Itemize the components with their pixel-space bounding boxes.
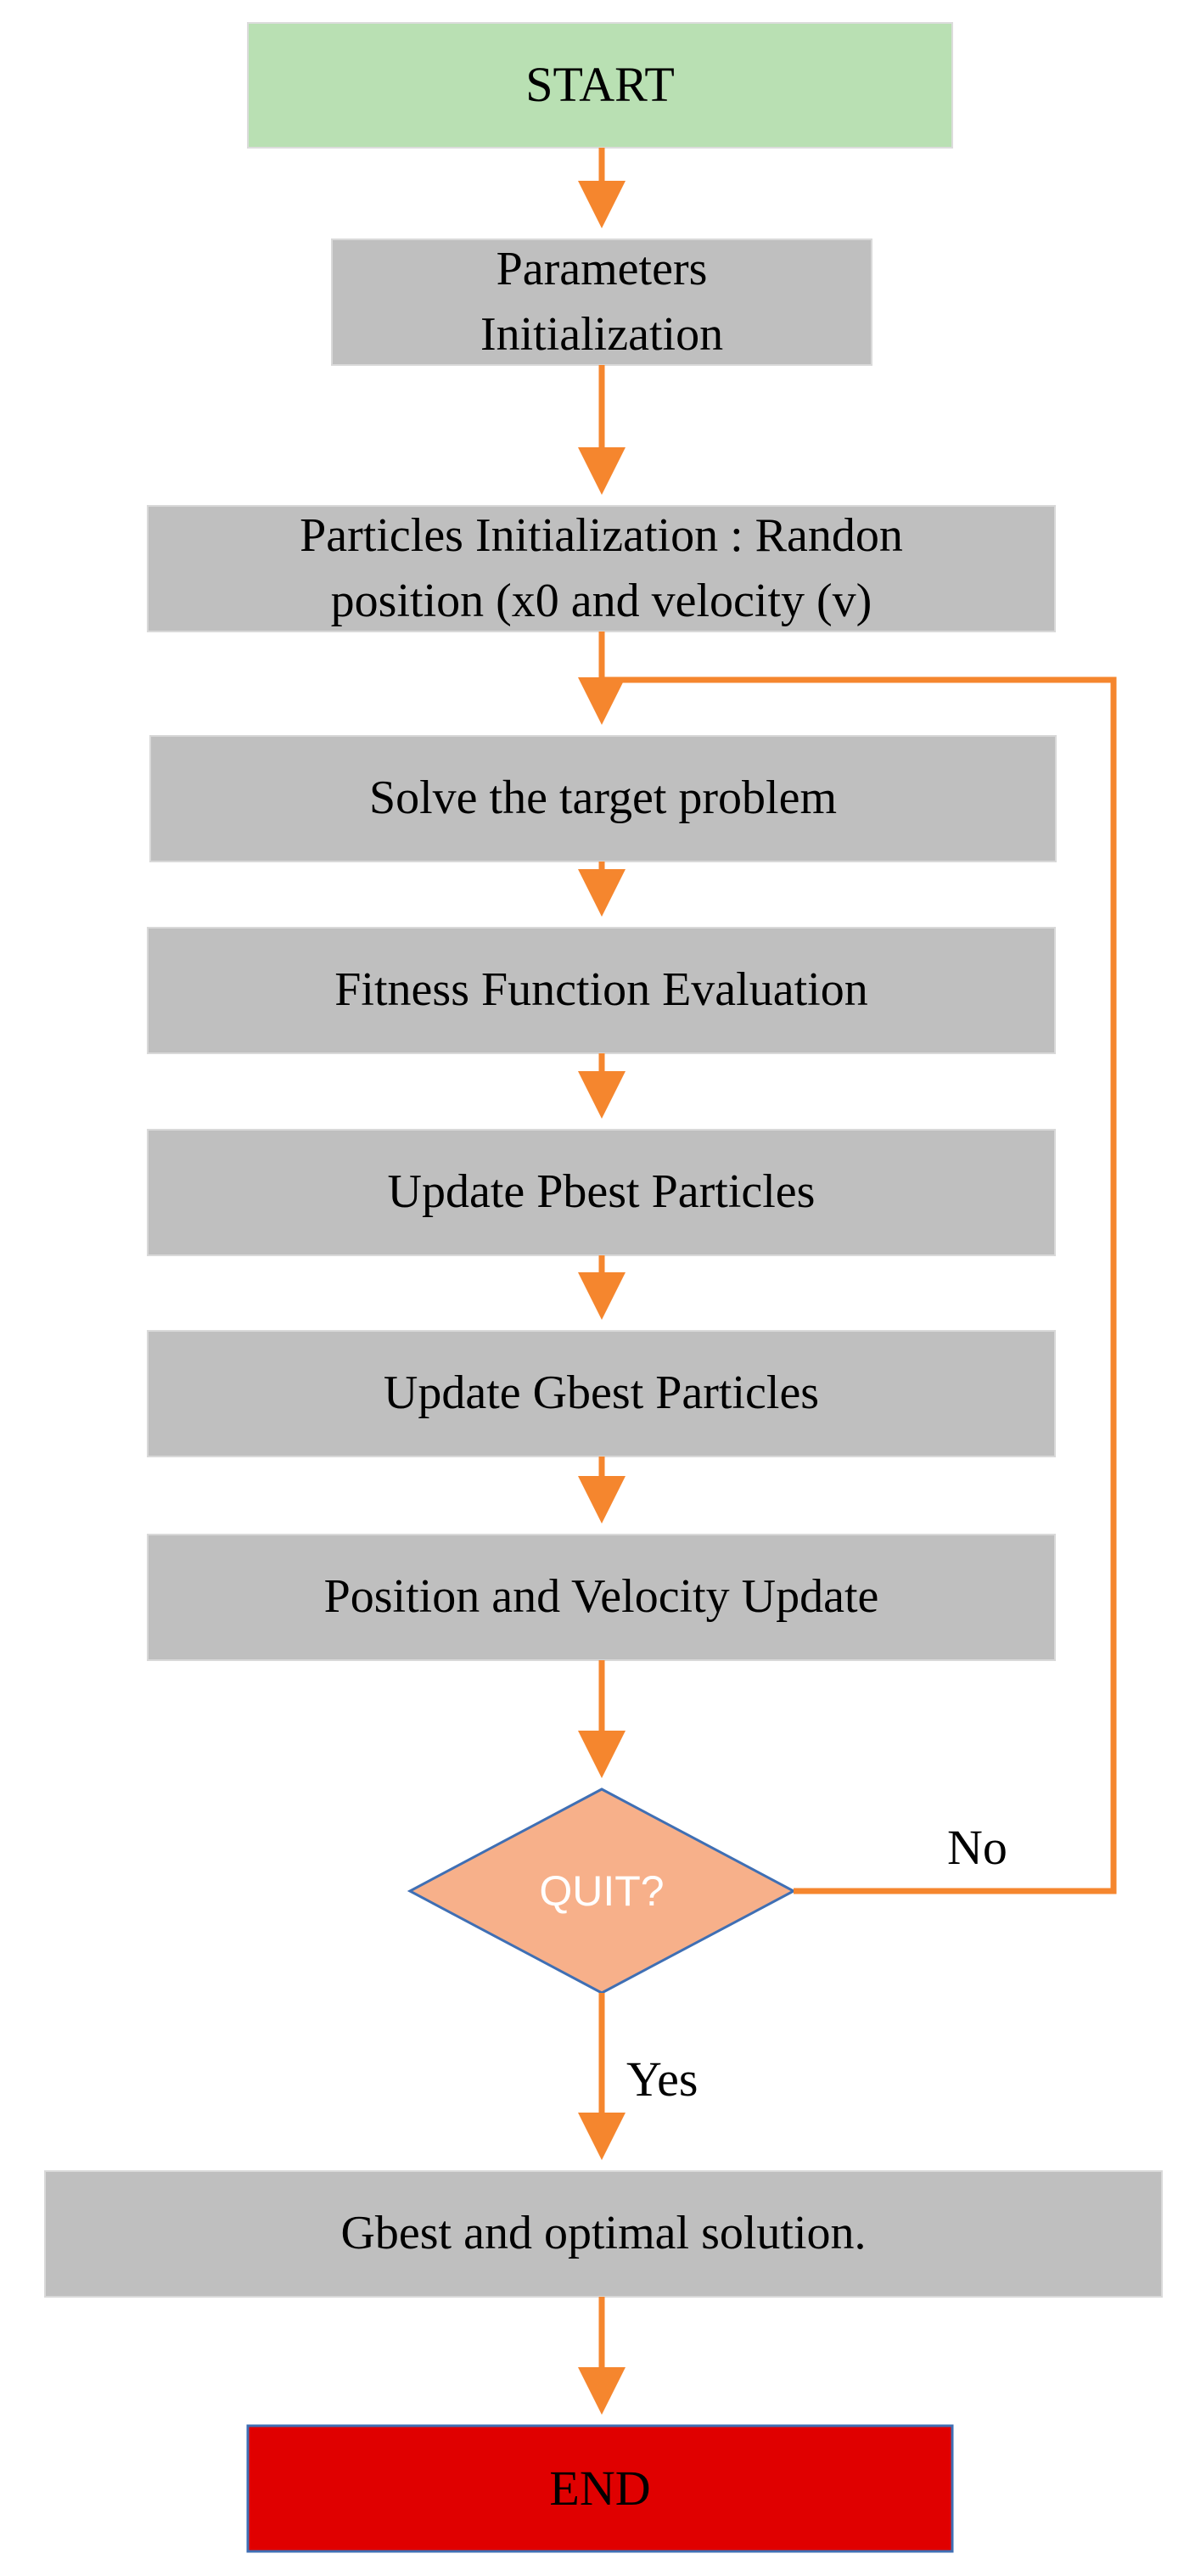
params-label-line2: Initialization — [480, 308, 724, 361]
fitness-evaluation-node: Fitness Function Evaluation — [148, 928, 1055, 1053]
params-label-line1: Parameters — [496, 242, 708, 295]
posvel-label: Position and Velocity Update — [323, 1570, 879, 1624]
start-node: START — [248, 23, 952, 148]
particles-label-line2: position (x0 and velocity (v) — [330, 575, 872, 627]
parameters-initialization-node: Parameters Initialization — [332, 239, 872, 365]
particles-box — [147, 505, 1056, 632]
quit-decision-label: QUIT? — [539, 1867, 665, 1915]
update-pbest-node: Update Pbest Particles — [148, 1130, 1055, 1255]
solve-box — [149, 735, 1057, 862]
gbest-optimal-solution-node: Gbest and optimal solution. — [45, 2171, 1162, 2297]
start-label: START — [525, 57, 675, 113]
end-node: END — [248, 2426, 952, 2551]
pbest-label: Update Pbest Particles — [387, 1165, 816, 1219]
posvel-box — [147, 1534, 1056, 1661]
fitness-label: Fitness Function Evaluation — [334, 963, 868, 1017]
fitness-box — [147, 927, 1056, 1054]
end-box — [246, 2424, 954, 2553]
pbest-box — [147, 1129, 1056, 1256]
edge-quit-no-loop — [602, 676, 1117, 1894]
final-label: Gbest and optimal solution. — [340, 2207, 867, 2260]
yes-branch-label: Yes — [626, 2051, 698, 2107]
position-velocity-update-node: Position and Velocity Update — [148, 1535, 1055, 1660]
end-label: END — [549, 2460, 651, 2516]
final-box — [44, 2170, 1163, 2298]
particles-label-line1: Particles Initialization : Randon — [300, 508, 903, 562]
params-box — [331, 239, 872, 366]
particles-initialization-node: Particles Initialization : Randon positi… — [148, 506, 1055, 631]
solve-target-problem-node: Solve the target problem — [150, 736, 1056, 861]
solve-label: Solve the target problem — [368, 772, 838, 825]
start-box — [247, 22, 953, 149]
gbest-label: Update Gbest Particles — [383, 1367, 820, 1420]
update-gbest-node: Update Gbest Particles — [148, 1331, 1055, 1456]
no-branch-label: No — [947, 1820, 1007, 1875]
